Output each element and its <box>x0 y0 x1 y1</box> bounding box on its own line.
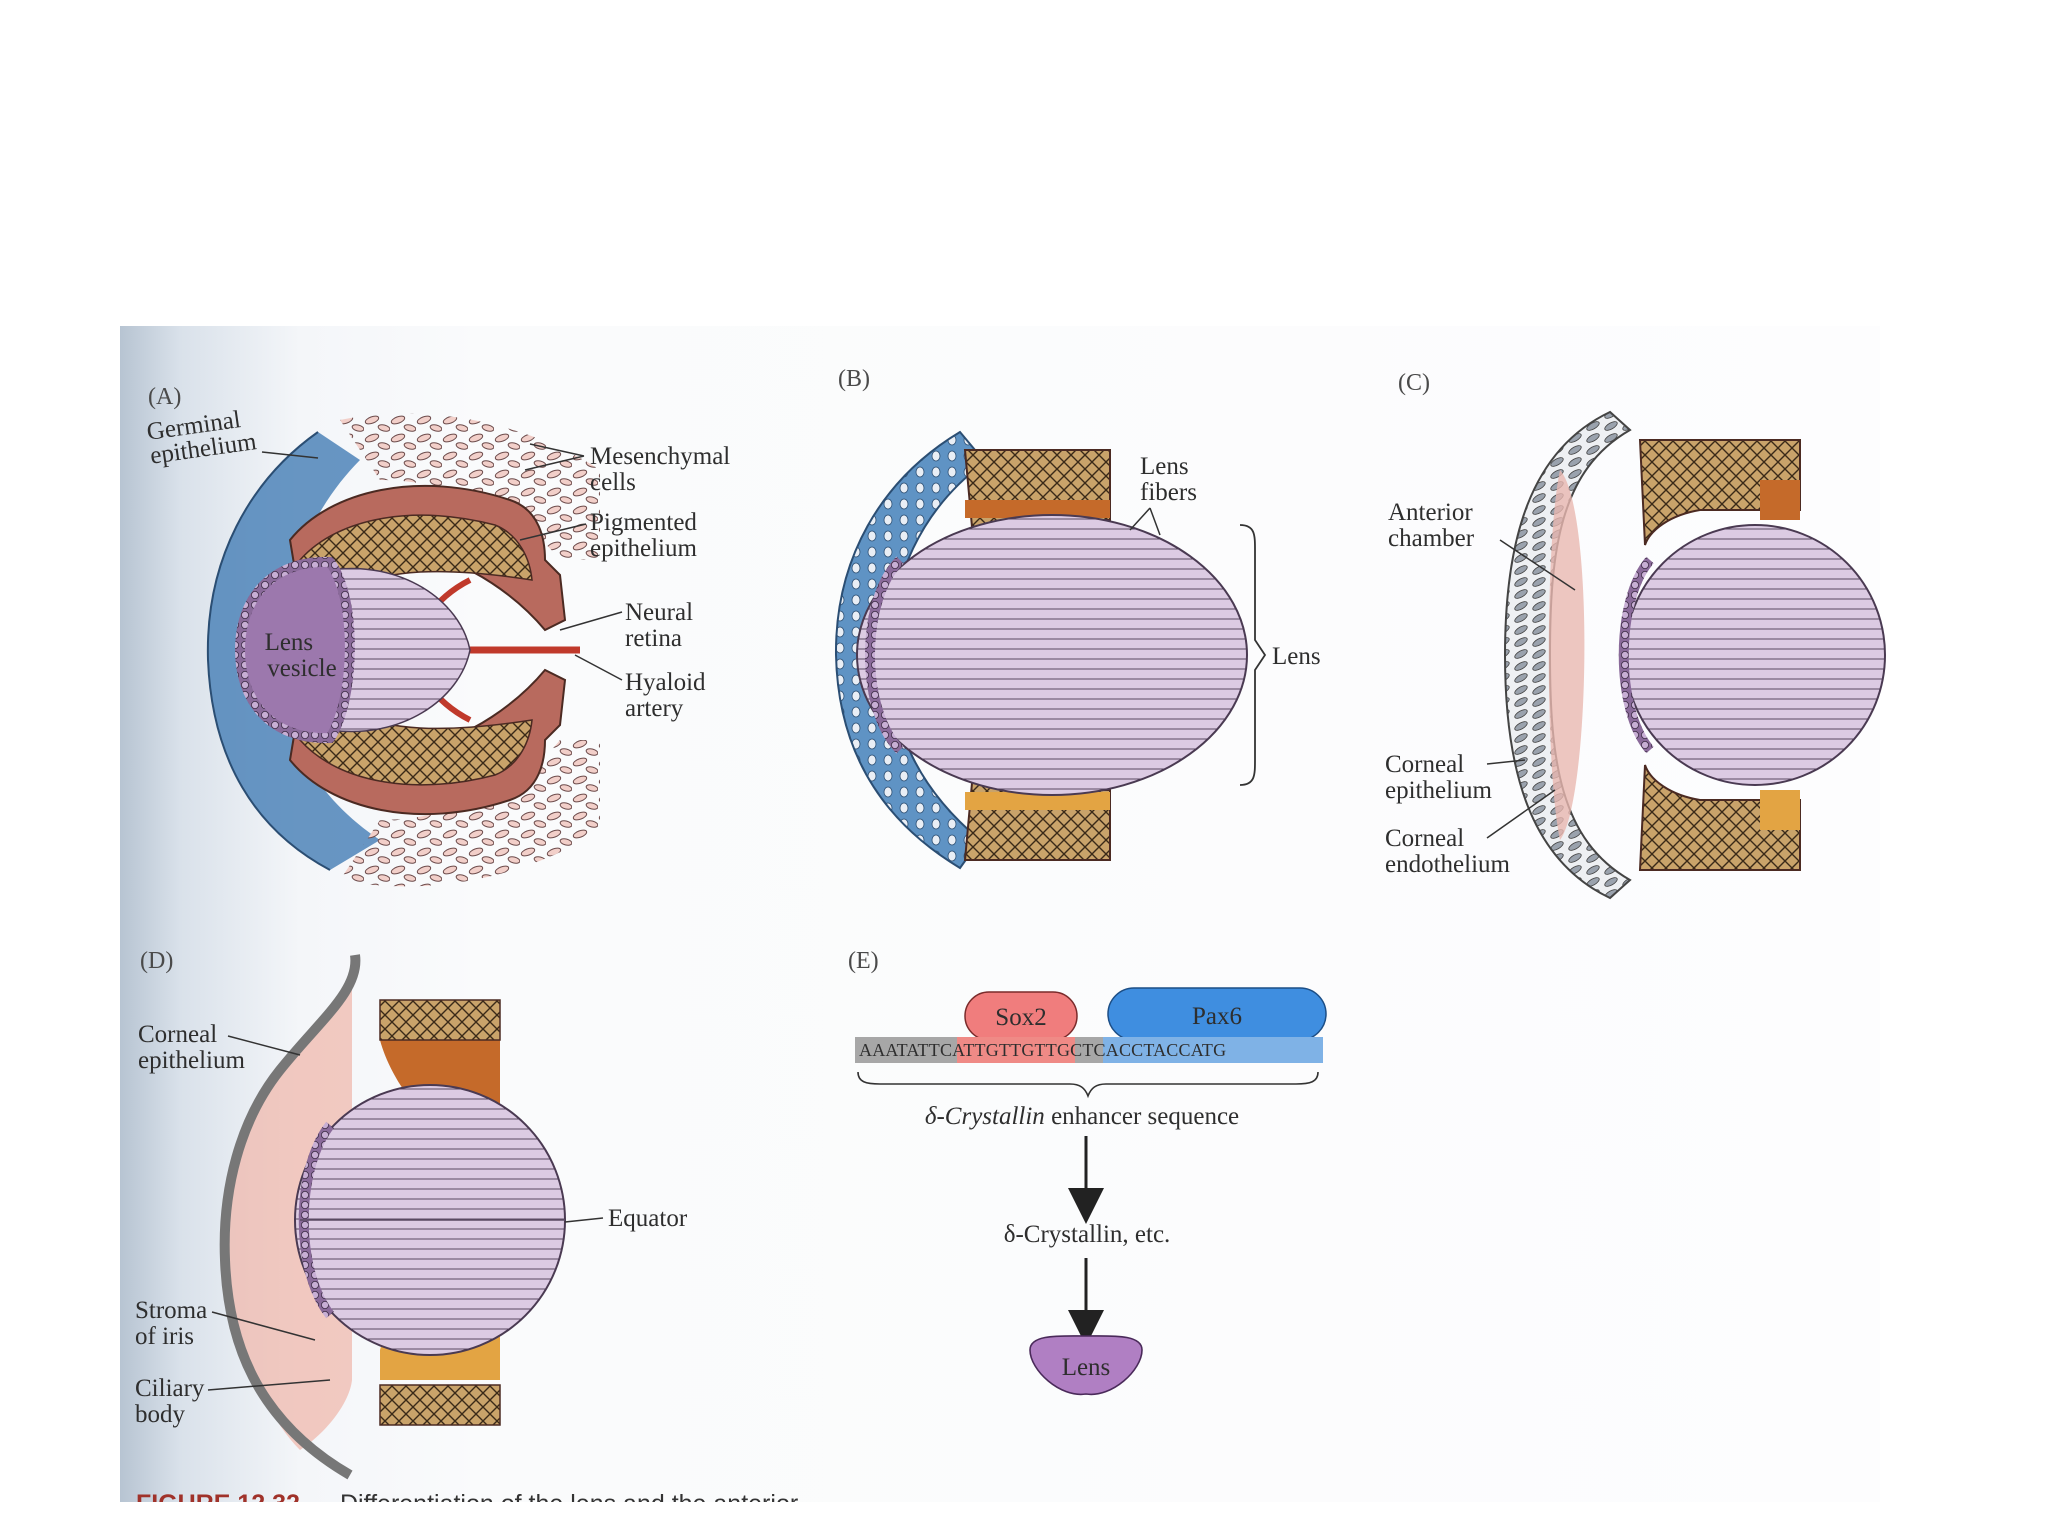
panel-e: (E) Sox2 Pax6 AAATATTCATTGTTGTTGCTCACCTA… <box>848 948 1327 1396</box>
lens-product-shape <box>1029 1335 1143 1396</box>
panel-b-tag: (B) <box>838 366 870 392</box>
stroma-of-iris-label: Stroma of iris <box>135 1297 213 1350</box>
product-label: δ-Crystallin, etc. <box>1004 1221 1171 1248</box>
pigment-band-upper-b <box>965 500 1110 518</box>
neural-retina-lower-d <box>379 1384 501 1426</box>
panel-d-tag: (D) <box>140 948 173 974</box>
enhancer-dna-sequence: AAATATTCATTGTTGTTGCTCACCTACCATG <box>859 1040 1226 1060</box>
lens-bracket <box>1239 524 1267 786</box>
lens-product-label: Lens <box>1062 1354 1111 1381</box>
seq-box-grey2 <box>1075 1037 1103 1063</box>
corneal-epithelium-d <box>219 954 361 1480</box>
enhancer-brace <box>857 1071 1319 1099</box>
equator-label: Equator <box>608 1205 688 1232</box>
hyaloid-artery-label: Hyaloid artery <box>625 669 712 722</box>
caption-crop <box>0 1502 2048 1536</box>
seq-box-red <box>957 1037 1075 1063</box>
enhancer-label: δ-Crystallin enhancer sequence <box>925 1103 1239 1130</box>
corneal-epithelium-label-c: Corneal epithelium <box>1385 751 1492 804</box>
pax6-label: Pax6 <box>1192 1003 1242 1030</box>
pigment-block-lower-c <box>1760 790 1800 830</box>
neural-retina-upper-d <box>379 999 501 1041</box>
seq-box-grey <box>855 1037 957 1063</box>
corneal-endothelium-label: Corneal endothelium <box>1385 825 1511 878</box>
lens-vesicle-label: Lens vesicle <box>265 629 337 682</box>
lens-b <box>856 514 1248 796</box>
germinal-epithelium-shape <box>207 432 380 870</box>
seq-box-blue <box>1103 1037 1323 1063</box>
panel-c-tag: (C) <box>1398 370 1430 396</box>
lens-vesicle-shape <box>234 556 355 744</box>
germinal-epithelium-label: Germinal epithelium <box>145 404 259 469</box>
lens-label-b: Lens <box>1272 643 1321 670</box>
pigment-band-lower-b <box>965 792 1110 810</box>
panel-a-tag: (A) <box>148 384 181 410</box>
pigmented-epithelium-label: Pigmented epithelium <box>590 509 703 562</box>
panel-b: (B) Lens fibers Lens <box>834 366 1321 870</box>
lens-fibers-label: Lens fibers <box>1140 453 1197 506</box>
iris-region-d <box>227 956 354 1450</box>
sox2-label: Sox2 <box>995 1004 1046 1031</box>
corneal-epithelium-label-d: Corneal epithelium <box>138 1021 245 1074</box>
panel-a: (A) Germinal epithelium Mesenchymal cell… <box>145 384 736 887</box>
neural-retina-upper-c <box>1638 439 1801 546</box>
panel-e-tag: (E) <box>848 948 879 974</box>
mesenchymal-cells-label: Mesenchymal cells <box>590 443 736 496</box>
ciliary-body-label: Ciliary body <box>135 1375 211 1428</box>
anterior-chamber-label: Anterior chamber <box>1388 499 1479 552</box>
anterior-chamber-c <box>1548 470 1585 840</box>
lens-epithelium-c <box>1618 556 1654 754</box>
lens-epithelium-b <box>865 556 904 754</box>
panel-d: (D) Corneal epithelium Equator Stroma of… <box>135 948 688 1480</box>
neural-retina-label: Neural retina <box>625 599 699 652</box>
lens-fibers-a <box>329 567 471 733</box>
lens-c <box>1624 524 1886 786</box>
panel-c: (C) Anterior chamber Corneal epithelium … <box>1385 370 1886 900</box>
neural-retina-lower-c <box>1638 764 1801 871</box>
pigment-block-upper-c <box>1760 480 1800 520</box>
